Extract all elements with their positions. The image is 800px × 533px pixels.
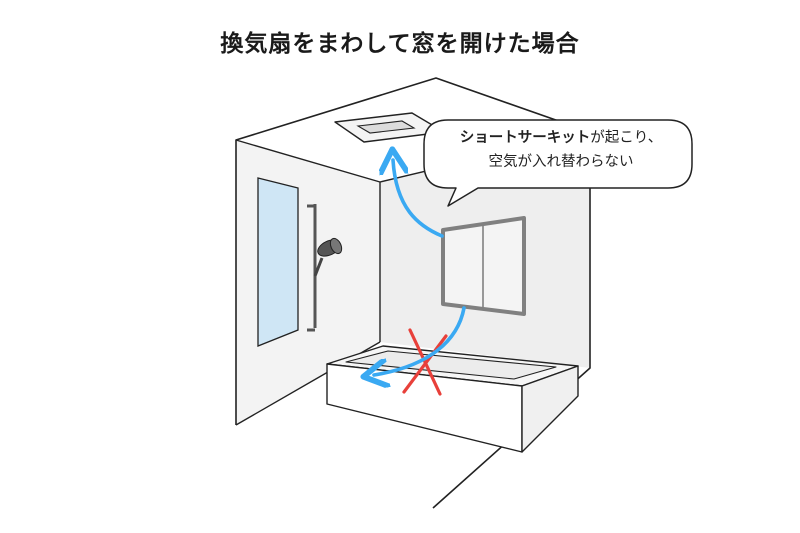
bathtub: [326, 345, 579, 453]
airflow-arrow-down: [374, 306, 466, 375]
window: [441, 216, 526, 316]
shower-head: [313, 237, 343, 277]
bubble-line-1: ショートサーキットが起こり、: [432, 126, 690, 150]
airflow-arrow-up: [393, 160, 444, 238]
cross-mark-icon: [402, 328, 448, 396]
speech-bubble: [423, 119, 693, 207]
bubble-line-2: 空気が入れ替わらない: [488, 154, 634, 170]
page-title: 換気扇をまわして窓を開けた場合: [220, 31, 580, 57]
mirror: [257, 177, 299, 347]
shower-rail: [307, 204, 317, 332]
exhaust-fan-slot: [356, 120, 416, 134]
bubble-line-1-bold: ショートサーキット: [459, 130, 591, 146]
bubble-line-1-rest: が起こり、: [590, 130, 663, 146]
speech-bubble-text: ショートサーキットが起こり、 空気が入れ替わらない: [432, 126, 690, 174]
